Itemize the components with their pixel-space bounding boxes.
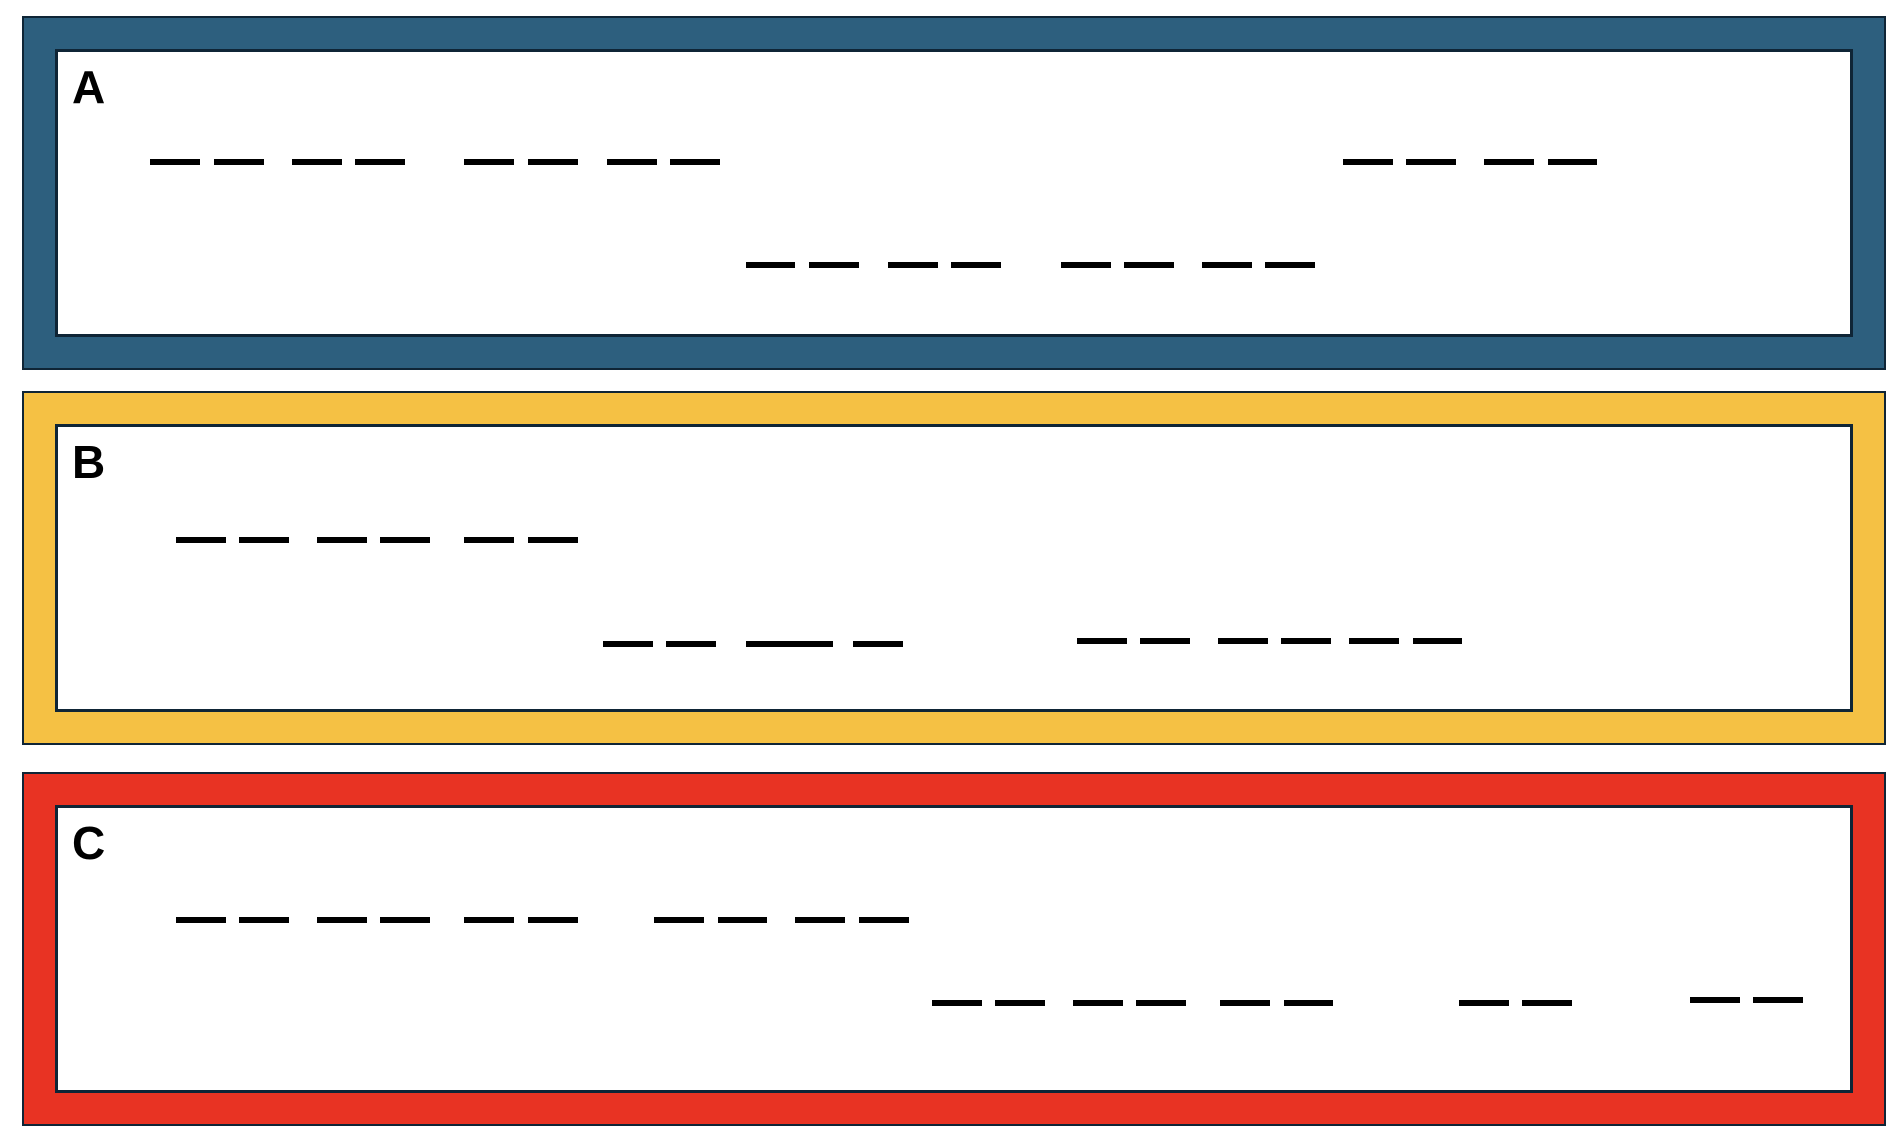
blank-dash [354,158,405,165]
blank-dash [1136,999,1187,1006]
blank-dash [239,537,290,544]
blank-dash [1484,158,1535,165]
blank-dash [1412,638,1463,645]
blank-dash [239,916,290,923]
blank-dash [1281,638,1331,645]
blank-dash [380,537,431,544]
blank-dash [1139,638,1190,645]
panel-c-content: C [55,805,1853,1093]
panel-b-label: B [72,436,106,488]
blank-dash [670,158,721,165]
blank-dash [464,916,515,923]
blank-dash [317,537,368,544]
blank-dash [1343,158,1394,165]
blank-dash [745,261,796,268]
blank-dash [176,537,226,544]
blank-dash [1349,638,1400,645]
blank-dash [1753,997,1804,1004]
panel-c-label: C [72,817,106,869]
blank-dash [1689,997,1740,1004]
blank-dash [745,640,834,647]
blank-dash [380,916,431,923]
blank-dash [176,916,226,923]
blank-dash [527,158,578,165]
blank-dash [527,537,578,544]
blank-dash [1265,261,1316,268]
blank-dash [654,916,705,923]
panel-a: A [22,16,1886,370]
blank-dash [527,916,578,923]
blank-dash [808,261,859,268]
blank-dash [995,999,1045,1006]
blank-dash [887,261,938,268]
blank-dash [858,916,909,923]
blank-dash [1458,999,1509,1006]
blank-dash [464,537,515,544]
blank-dash [1072,999,1123,1006]
panel-a-content: A [55,49,1853,337]
blank-dash [1522,999,1572,1006]
panel-b: B [22,391,1886,745]
blank-dash [1076,638,1127,645]
blank-dash [213,158,264,165]
blank-dash [1124,261,1174,268]
blank-dash [603,640,654,647]
blank-dash [150,158,201,165]
panel-a-label: A [72,61,106,113]
blank-dash [317,916,368,923]
blank-dash [291,158,342,165]
blank-dash [1220,999,1271,1006]
blank-dash [1060,261,1111,268]
blank-dash [1547,158,1598,165]
blank-dash [1201,261,1252,268]
blank-dash [951,261,1002,268]
blank-dash [931,999,982,1006]
blank-dash [1406,158,1457,165]
panel-c: C [22,772,1886,1126]
blank-dash [1283,999,1334,1006]
blank-dash [1217,638,1268,645]
blank-dash [852,640,903,647]
blank-dash [795,916,846,923]
blank-dash [666,640,717,647]
blank-dash [606,158,657,165]
panel-b-content: B [55,424,1853,712]
blank-dash [464,158,515,165]
blank-dash [717,916,768,923]
